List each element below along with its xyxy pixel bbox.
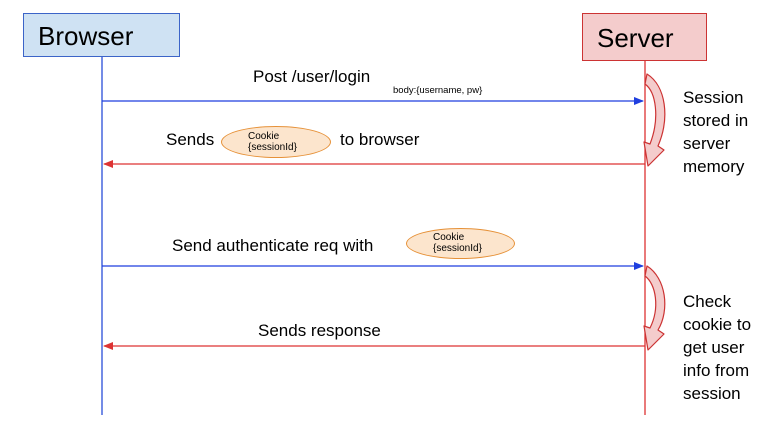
final-response-label: Sends response <box>258 321 381 340</box>
check-cookie-loop-arrow <box>643 265 666 351</box>
cookie-badge-title: Cookie <box>433 232 465 243</box>
login-request-label: Post /user/login <box>253 67 371 86</box>
browser-actor-label: Browser <box>38 21 134 51</box>
cookie-badge-value: {sessionId} <box>248 142 297 153</box>
cookie-badge: Cookie {sessionId} <box>406 228 515 259</box>
auth-request-label: Send authenticate req with <box>172 236 374 255</box>
server-actor-box: Server <box>582 13 707 61</box>
server-actor-label: Server <box>597 23 674 53</box>
login-request-body: body:{username, pw} <box>393 85 483 96</box>
check-cookie-note: Check cookie to get user info from sessi… <box>683 292 752 403</box>
cookie-badge-value: {sessionId} <box>433 243 482 254</box>
send-cookie-prefix: Sends <box>166 130 215 149</box>
browser-actor-box: Browser <box>23 13 180 57</box>
cookie-badge: Cookie {sessionId} <box>221 126 331 158</box>
session-stored-note: Session stored in server memory <box>683 88 749 176</box>
session-store-loop-arrow <box>643 73 666 167</box>
send-cookie-suffix: to browser <box>340 130 420 149</box>
cookie-badge-title: Cookie <box>248 131 280 142</box>
